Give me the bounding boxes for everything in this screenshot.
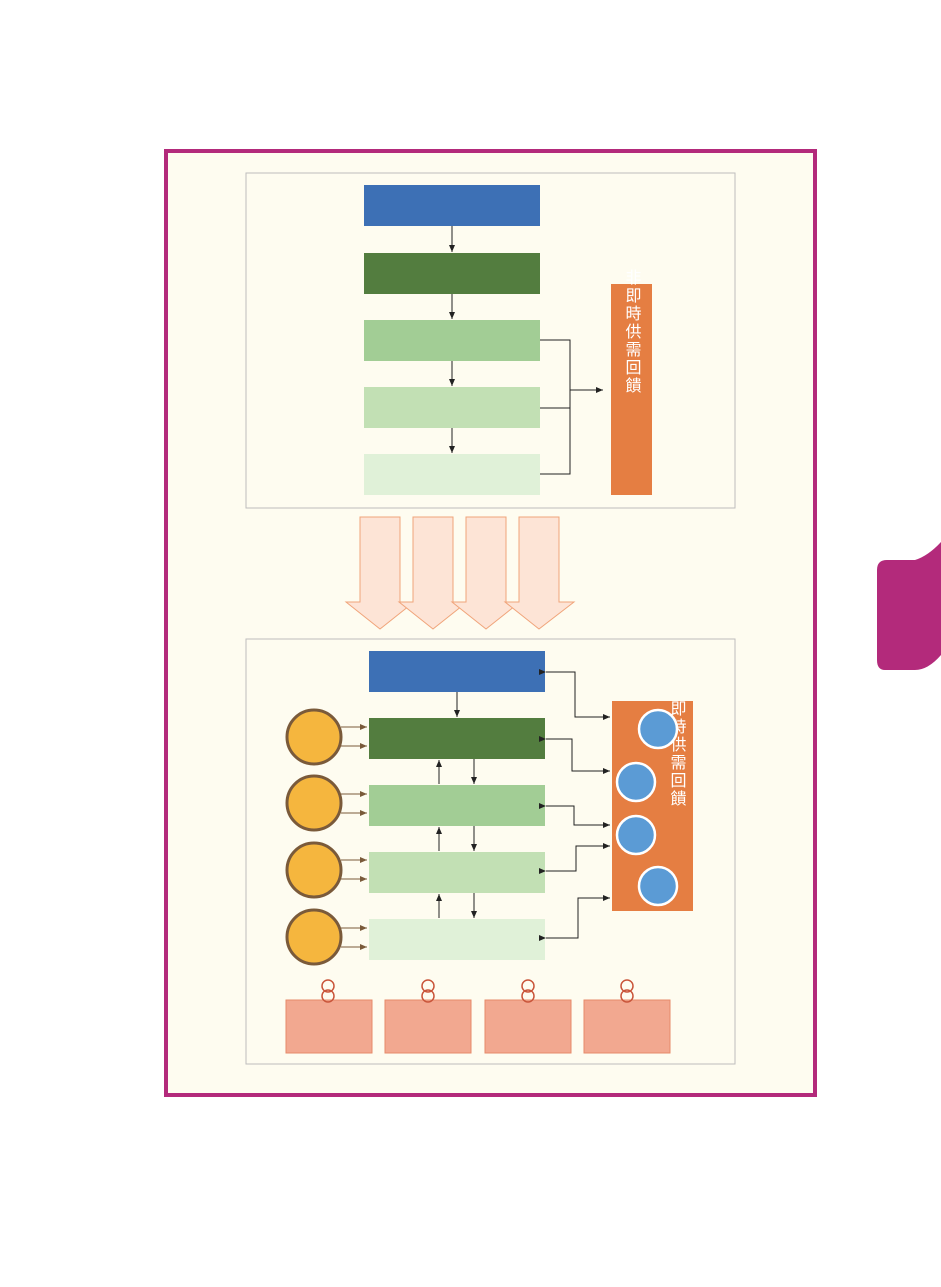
feedback-circles [615,708,679,907]
bottom-level-2 [369,718,545,759]
bottom-cards [285,979,671,1054]
bottom-vertical-arrows [436,692,477,918]
input-circles [285,708,343,966]
bottom-level-1 [369,651,545,692]
bottom-feedback-connectors [539,669,610,941]
top-level-2 [364,253,540,294]
bottom-level-3 [369,785,545,826]
feedback-circle-2 [615,761,657,803]
top-level-4 [364,387,540,428]
big-arrow-4 [503,516,576,630]
feedback-circle-4 [637,865,679,907]
input-circle-1 [285,708,343,766]
big-arrow-1 [344,516,416,630]
bottom-level-4 [369,852,545,893]
bottom-level-5 [369,919,545,960]
big-arrow-2 [397,516,469,630]
card-2 [384,979,472,1054]
card-1 [285,979,373,1054]
input-circle-4 [285,908,343,966]
top-feedback-bar [611,284,652,495]
section-tab [877,542,941,670]
input-arrows [341,724,367,950]
card-4 [583,979,671,1054]
top-level-3 [364,320,540,361]
big-arrow-3 [450,516,522,630]
transition-arrows [344,516,576,630]
input-circle-2 [285,774,343,832]
top-feedback-label: 非即時供需回饋 [623,269,642,395]
top-level-1 [364,185,540,226]
feedback-circle-3 [615,814,657,856]
input-circle-3 [285,841,343,899]
card-3 [484,979,572,1054]
top-level-5 [364,454,540,495]
feedback-circle-1 [637,708,679,750]
top-feedback-connector [540,339,603,475]
